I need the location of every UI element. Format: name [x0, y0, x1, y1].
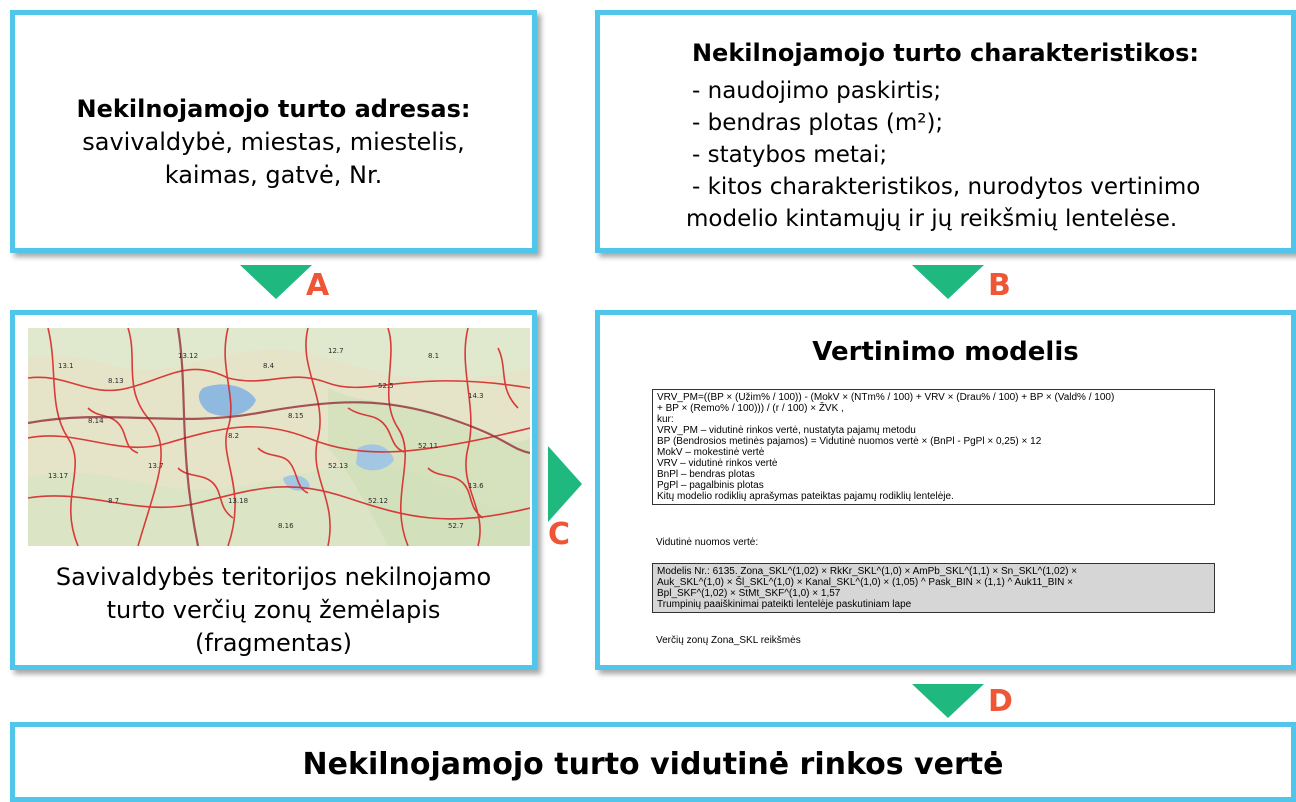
- characteristics-item: - statybos metai;: [692, 142, 888, 168]
- formula-line: VRV_PM=((BP × (Užim% / 100)) - (MokV × (…: [657, 392, 1115, 403]
- zone-map-svg: 13.1 8.13 13.12 8.14 8.4 12.7 8.2 52.5 8…: [28, 328, 530, 546]
- zone-label: 8.16: [278, 522, 294, 530]
- zone-label: 52.11: [418, 442, 438, 450]
- zone-label: 8.7: [108, 497, 119, 505]
- zone-label: 8.1: [428, 352, 439, 360]
- formula-line: Kitų modelio rodiklių aprašymas pateikta…: [657, 491, 954, 502]
- zone-label: 52.13: [328, 462, 348, 470]
- formula-line: VRV – vidutinė rinkos vertė: [657, 458, 778, 469]
- arrow-c-label: C: [548, 517, 571, 552]
- characteristics-item: modelio kintamųjų ir jų reikšmių lentelė…: [686, 206, 1178, 232]
- formula-line: BP (Bendrosios metinės pajamos) = Viduti…: [657, 436, 1042, 447]
- result-box: Nekilnojamojo turto vidutinė rinkos vert…: [10, 722, 1296, 802]
- formula-line: PgPl – pagalbinis plotas: [657, 480, 764, 491]
- map-caption-line-1: Savivaldybės teritorijos nekilnojamo: [55, 563, 492, 591]
- zone-label: 13.18: [228, 497, 248, 505]
- model-title: Vertinimo modelis: [812, 337, 1079, 367]
- zone-label: 8.13: [108, 377, 124, 385]
- rent-formula-line: Auk_SKL^(1,0) × Šl_SKL^(1,0) × Kanal_SKL…: [657, 577, 1073, 588]
- rent-label: Vidutinė nuomos vertė:: [656, 537, 759, 548]
- zone-label: 8.2: [228, 432, 239, 440]
- zone-label: 13.6: [468, 482, 484, 490]
- zone-label: 52.5: [378, 382, 394, 390]
- rent-formula-line: Modelis Nr.: 6135. Zona_SKL^(1,02) × RkK…: [657, 566, 1078, 577]
- zone-label: 52.12: [368, 497, 388, 505]
- zone-label: 13.1: [58, 362, 74, 370]
- arrow-d-down-icon: [912, 684, 984, 718]
- zone-label: 14.3: [468, 392, 484, 400]
- zone-label: 13.7: [148, 462, 164, 470]
- address-line-2: kaimas, gatvė, Nr.: [164, 161, 383, 189]
- arrow-b-down-icon: [912, 265, 984, 299]
- map-caption-line-2: turto verčių zonų žemėlapis: [106, 596, 441, 624]
- rent-formula-line: Trumpinių paaiškinimai pateikti lentelėj…: [657, 599, 912, 610]
- address-text: Nekilnojamojo turto adresas: savivaldybė…: [15, 93, 532, 192]
- zone-label: 12.7: [328, 347, 344, 355]
- address-box: Nekilnojamojo turto adresas: savivaldybė…: [10, 10, 537, 253]
- arrow-a-down-icon: [240, 265, 312, 299]
- arrow-b-label: B: [988, 268, 1011, 303]
- zone-label: 8.15: [288, 412, 304, 420]
- formula-line: + BP × (Remo% / 100))) / (r / 100) × ŽVK…: [657, 403, 844, 414]
- zone-label: 13.12: [178, 352, 198, 360]
- result-title: Nekilnojamojo turto vidutinė rinkos vert…: [302, 747, 1004, 782]
- zone-label: 8.4: [263, 362, 275, 370]
- formula-line: MokV – mokestinė vertė: [657, 447, 765, 458]
- zone-label: 8.14: [88, 417, 104, 425]
- arrow-c-right-icon: [548, 446, 582, 522]
- formula-line: BnPl – bendras plotas: [657, 469, 755, 480]
- map-caption-line-3: (fragmentas): [195, 629, 352, 657]
- map-box: 13.1 8.13 13.12 8.14 8.4 12.7 8.2 52.5 8…: [10, 310, 537, 670]
- rent-formula-line: Bpl_SKF^(1,02) × StMt_SKF^(1,0) × 1,57: [657, 588, 841, 599]
- formula-line: kur:: [657, 414, 674, 425]
- rent-formula-box: Modelis Nr.: 6135. Zona_SKL^(1,02) × RkK…: [652, 563, 1215, 613]
- address-title: Nekilnojamojo turto adresas:: [76, 95, 471, 123]
- characteristics-title: Nekilnojamojo turto charakteristikos:: [691, 39, 1200, 67]
- model-box: Vertinimo modelis VRV_PM=((BP × (Užim% /…: [595, 310, 1296, 670]
- formula-line: VRV_PM – vidutinė rinkos vertė, nustatyt…: [657, 425, 916, 436]
- map-caption: Savivaldybės teritorijos nekilnojamo tur…: [15, 561, 532, 660]
- characteristics-box: Nekilnojamojo turto charakteristikos: - …: [595, 10, 1296, 253]
- arrow-d-label: D: [988, 684, 1013, 719]
- characteristics-item: - kitos charakteristikos, nurodytos vert…: [692, 174, 1201, 200]
- characteristics-item: - naudojimo paskirtis;: [692, 78, 942, 104]
- arrow-a-label: A: [306, 268, 330, 303]
- characteristics-item: - bendras plotas (m²);: [692, 110, 944, 136]
- zone-map-image: 13.1 8.13 13.12 8.14 8.4 12.7 8.2 52.5 8…: [28, 328, 530, 546]
- zone-label: 13.17: [48, 472, 68, 480]
- characteristics-list: - naudojimo paskirtis; - bendras plotas …: [686, 75, 1201, 235]
- zone-label: 52.7: [448, 522, 464, 530]
- formula-box: VRV_PM=((BP × (Užim% / 100)) - (MokV × (…: [652, 389, 1215, 505]
- address-line-1: savivaldybė, miestas, miestelis,: [82, 128, 465, 156]
- zones-label: Verčių zonų Zona_SKL reikšmės: [656, 635, 801, 646]
